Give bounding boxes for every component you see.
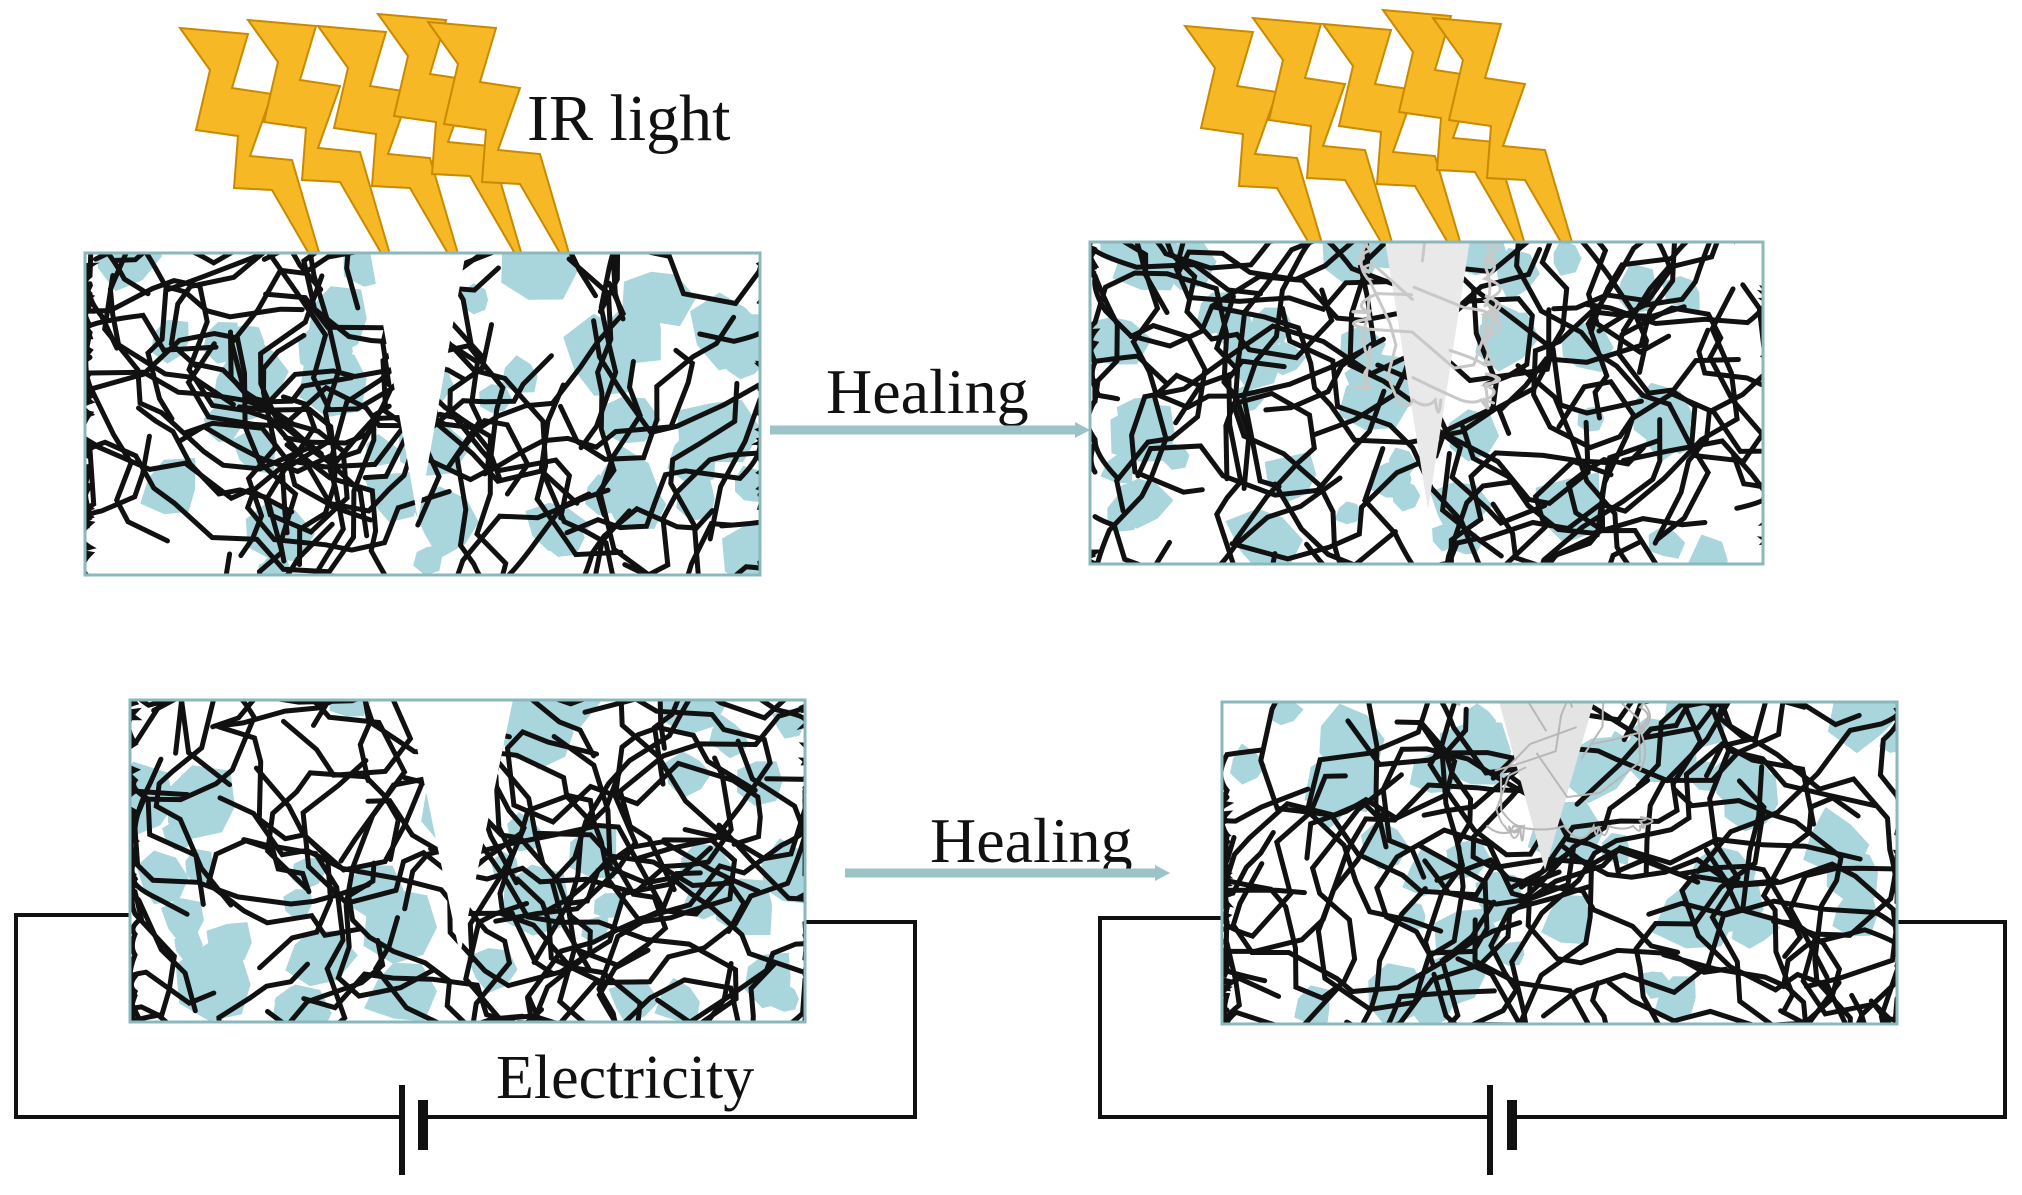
panel-top-left-damaged: IR light	[83, 12, 762, 577]
healing-label: Healing	[930, 805, 1133, 876]
healing-arrow-top: Healing	[770, 356, 1090, 438]
healed-crack	[1499, 702, 1594, 870]
healing-label: Healing	[826, 356, 1029, 427]
fiber-network	[1090, 242, 1763, 564]
crack-notch	[370, 253, 466, 520]
healed-crack	[1385, 242, 1470, 510]
circuit-wire	[14, 913, 917, 1119]
circuit-wire	[1098, 916, 2007, 1119]
battery-icon	[399, 1085, 428, 1175]
fiber-network	[1222, 702, 1897, 1024]
healed-fiber-traces	[1351, 242, 1503, 414]
electricity-label: Electricity	[496, 1044, 754, 1112]
panel-bottom-left-damaged: Electricity	[14, 698, 917, 1175]
healing-arrow-bottom: Healing	[845, 805, 1170, 881]
lightning-bolts-left	[177, 12, 579, 291]
panel-top-right-healed	[1088, 8, 1765, 566]
battery-icon	[1487, 1085, 1517, 1175]
panel-bottom-right-healed	[1098, 700, 2007, 1175]
ir-light-label: IR light	[527, 82, 731, 155]
crack-notch	[407, 700, 513, 955]
lightning-bolts-right	[1182, 8, 1584, 289]
